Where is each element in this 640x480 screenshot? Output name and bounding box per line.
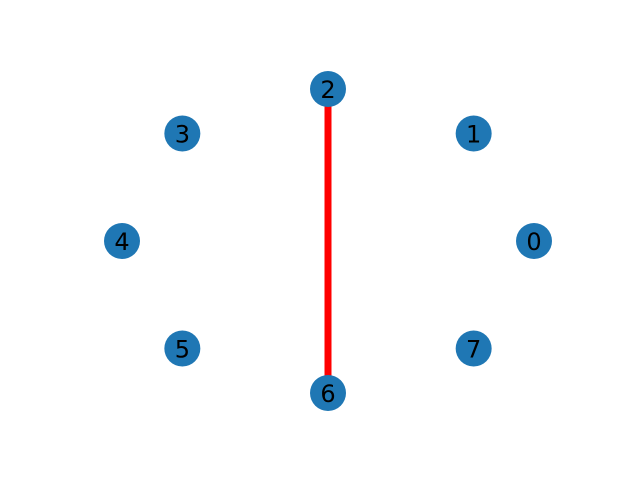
node-circle (164, 330, 201, 367)
node-circle (310, 71, 346, 107)
node-label: 4 (114, 228, 129, 256)
node-3: 3 (164, 115, 201, 152)
node-label: 3 (175, 121, 190, 149)
node-label: 7 (466, 335, 481, 363)
node-label: 2 (320, 76, 335, 104)
node-circle (516, 223, 552, 259)
node-circle (455, 115, 492, 152)
node-7: 7 (455, 330, 492, 367)
node-label: 1 (466, 121, 481, 149)
node-circle (310, 375, 346, 411)
node-1: 1 (455, 115, 492, 152)
node-5: 5 (164, 330, 201, 367)
node-circle (164, 115, 201, 152)
node-circle (455, 330, 492, 367)
node-2: 2 (310, 71, 346, 107)
node-label: 5 (175, 335, 190, 363)
node-0: 0 (516, 223, 552, 259)
node-4: 4 (104, 223, 140, 259)
nodes-layer: 0 1 2 3 4 5 6 7 (104, 71, 552, 411)
node-circle (104, 223, 140, 259)
node-6: 6 (310, 375, 346, 411)
node-label: 6 (320, 380, 335, 408)
node-label: 0 (526, 228, 541, 256)
